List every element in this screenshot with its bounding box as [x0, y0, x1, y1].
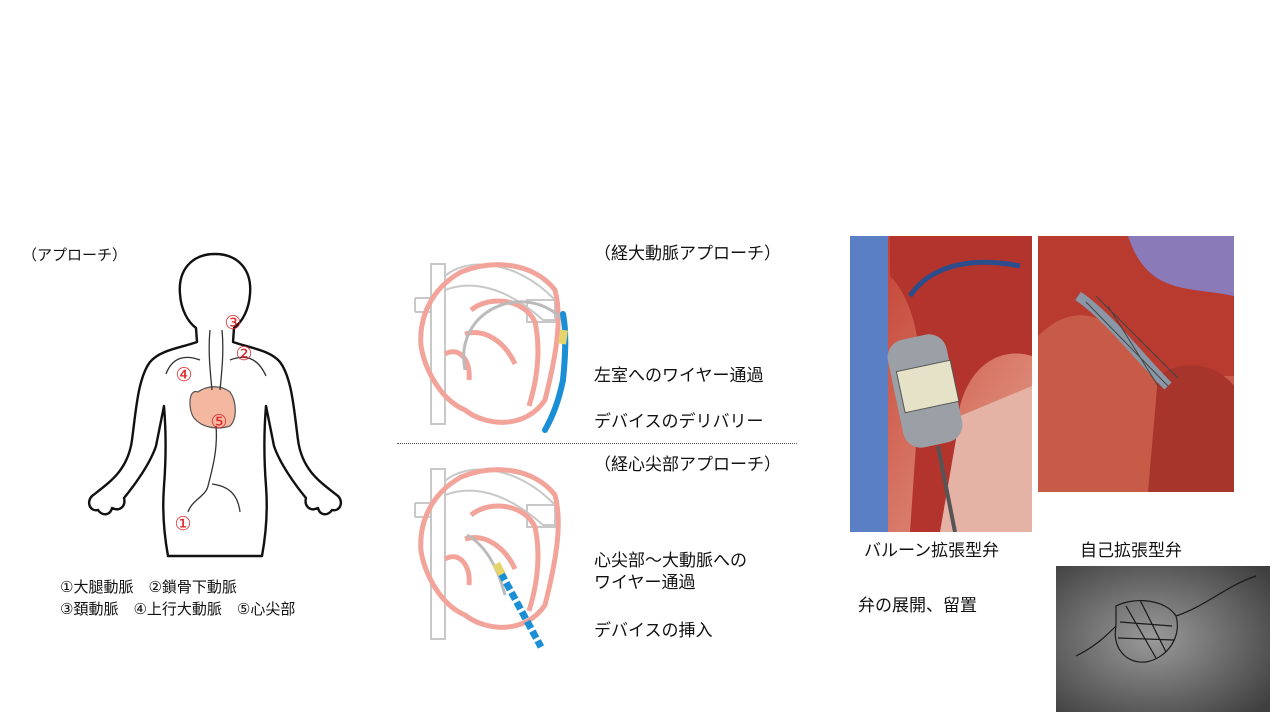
transapical-title: （経心尖部アプローチ） [594, 455, 781, 475]
body-outline [87, 252, 343, 558]
valve-deployment-label: 弁の展開、留置 [858, 596, 977, 616]
self-expanding-valve-label: 自己拡張型弁 [1080, 541, 1182, 561]
legend-line-2: ③頚動脈 ④上行大動脈 ⑤心尖部 [60, 600, 296, 618]
balloon-valve-illustration [850, 236, 1032, 532]
fluoroscopy-image [1056, 566, 1270, 712]
marker-3: ③ [224, 312, 241, 334]
marker-1: ① [174, 513, 191, 535]
approach-label: （アプローチ） [22, 246, 128, 264]
transaortic-title: （経大動脈アプローチ） [594, 244, 781, 264]
marker-2: ② [235, 343, 252, 365]
transapical-step-2: デバイスの挿入 [594, 621, 713, 641]
transaortic-heart-diagram [405, 250, 580, 435]
transapical-heart-diagram [405, 455, 580, 650]
transaortic-step-2: デバイスのデリバリー [594, 412, 764, 432]
transapical-step-1-line-1: 心尖部〜大動脈への [594, 551, 747, 571]
transapical-step-1-line-2: ワイヤー通過 [594, 573, 696, 593]
marker-5: ⑤ [210, 411, 227, 433]
body-figure: ① ② ③ ④ ⑤ [80, 250, 350, 560]
transaortic-step-1: 左室へのワイヤー通過 [594, 366, 764, 386]
balloon-valve-label: バルーン拡張型弁 [864, 541, 1000, 561]
section-divider [397, 443, 797, 444]
marker-4: ④ [175, 364, 192, 386]
self-expanding-valve-illustration [1038, 236, 1234, 492]
legend-line-1: ①大腿動脈 ②鎖骨下動脈 [60, 578, 237, 596]
